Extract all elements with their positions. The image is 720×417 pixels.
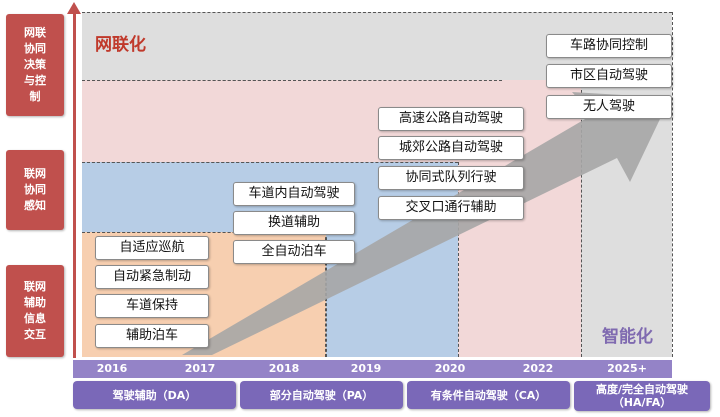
stage-conditional-automation: 有条件自动驾驶（CA） [407,381,570,409]
year-2016: 2016 [96,362,128,375]
progress-arrow [182,92,670,355]
feature-highway-autonomous: 高速公路自动驾驶 [378,107,524,131]
title-networked: 网联化 [95,35,146,55]
year-2018: 2018 [268,362,300,375]
level-network-info-interaction: 联网 辅助 信息 交互 [6,265,64,357]
feature-urban-autonomous: 市区自动驾驶 [546,64,672,88]
dash-v-3 [581,80,582,357]
feature-v2x-control: 车路协同控制 [546,34,672,58]
dash-top [82,12,672,13]
year-2025-plus: 2025+ [607,362,647,375]
dash-v-2 [458,162,459,357]
year-2020: 2020 [434,362,466,375]
stage-high-full-automation: 高度/完全自动驾驶 （HA/FA） [574,381,710,411]
feature-emergency-braking: 自动紧急制动 [95,265,209,289]
year-2017: 2017 [184,362,216,375]
feature-suburban-autonomous: 城郊公路自动驾驶 [378,136,524,160]
dash-h-2 [82,162,458,163]
feature-platooning: 协同式队列行驶 [378,166,524,190]
level-network-perception: 联网 协同 感知 [6,150,64,230]
stage-driver-assistance: 驾驶辅助（DA） [73,381,236,409]
feature-lane-keeping: 车道保持 [95,294,209,318]
stage-partial-automation: 部分自动驾驶（PA） [240,381,403,409]
feature-auto-parking: 全自动泊车 [233,240,355,264]
axis-arrow-icon [67,2,81,14]
feature-in-lane-autonomous: 车道内自动驾驶 [233,182,355,206]
feature-lane-change-assist: 换道辅助 [233,211,355,235]
title-intelligent: 智能化 [602,327,653,347]
dash-right [672,12,673,357]
vertical-axis [73,12,76,358]
dash-h-1 [82,80,502,81]
dash-h-3 [82,232,326,233]
feature-driverless: 无人驾驶 [546,95,672,119]
year-2022: 2022 [522,362,554,375]
feature-adaptive-cruise: 自适应巡航 [95,236,209,260]
level-network-decision-control: 网联 协同 决策 与控 制 [6,14,64,116]
year-2019: 2019 [350,362,382,375]
feature-intersection-assist: 交叉口通行辅助 [378,196,524,220]
feature-parking-assist: 辅助泊车 [95,324,209,348]
year-bar [73,360,672,378]
